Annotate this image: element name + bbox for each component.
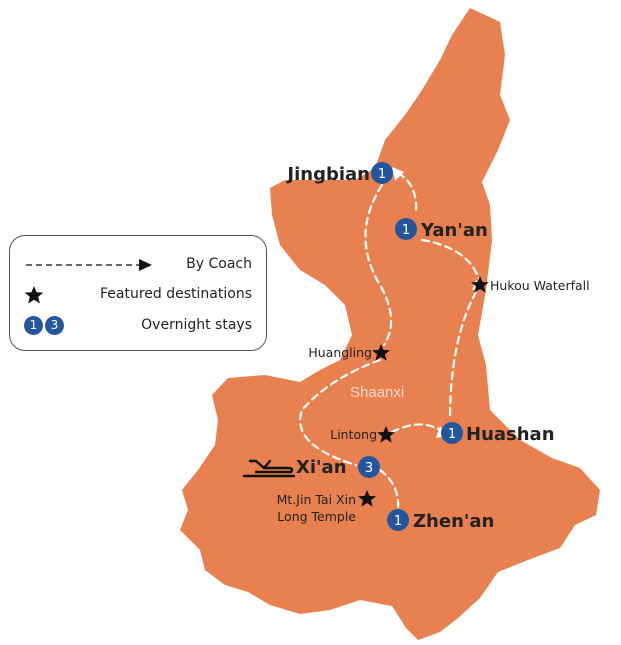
overnight-badge: 3 (45, 316, 64, 335)
featured-label-hukou: Hukou Waterfall (490, 278, 590, 293)
overnight-count: 1 (448, 427, 456, 442)
legend-label-featured: Featured destinations (100, 286, 252, 302)
route-jingbian-huangling (364, 183, 393, 347)
province-label: Shaanxi (350, 384, 404, 401)
route-arrowhead (392, 167, 404, 181)
route-huangling-xian (299, 358, 382, 467)
star-icon (358, 490, 376, 507)
coach-routes (299, 167, 484, 512)
legend-row-coach: By Coach (10, 253, 266, 279)
dashed-arrow-icon (24, 255, 154, 280)
city-label-zhenan: Zhen'an (413, 511, 494, 532)
star-icon (372, 344, 390, 361)
star-icon (377, 426, 395, 443)
route-hukou-huashan (448, 290, 478, 422)
city-label-huashan: Huashan (466, 424, 555, 445)
overnight-badge (371, 162, 393, 184)
featured-label-temple-line1: Mt.Jin Tai Xin (277, 492, 356, 507)
overnight-count: 1 (402, 223, 410, 238)
legend-row-featured: Featured destinations (10, 283, 266, 309)
plane-icon (242, 459, 296, 478)
route-jingbian-yanan (396, 171, 418, 214)
overnight-badge (358, 456, 380, 478)
overnight-badge (387, 509, 409, 531)
star-icon (24, 285, 44, 310)
star-icon (471, 276, 489, 293)
overnight-count: 1 (378, 167, 386, 182)
legend-label-coach: By Coach (186, 256, 252, 272)
city-label-xian: Xi'an (296, 457, 347, 478)
legend-label-overnight: Overnight stays (141, 317, 252, 333)
overnight-count: 3 (365, 461, 373, 476)
overnight-count: 1 (394, 514, 402, 529)
featured-label-temple-line2: Long Temple (277, 509, 356, 524)
city-label-yanan: Yan'an (420, 220, 488, 241)
featured-label-lintong: Lintong (330, 427, 377, 442)
overnight-badge (395, 218, 417, 240)
overnight-badge (441, 422, 463, 444)
route-xian-zhenan (378, 468, 400, 512)
city-label-jingbian: Jingbian (285, 164, 370, 185)
route-yanan-hukou (420, 238, 482, 284)
featured-label-huangling: Huangling (308, 345, 372, 360)
route-lintong-huashan (390, 423, 442, 434)
overnight-badge: 1 (24, 316, 43, 335)
